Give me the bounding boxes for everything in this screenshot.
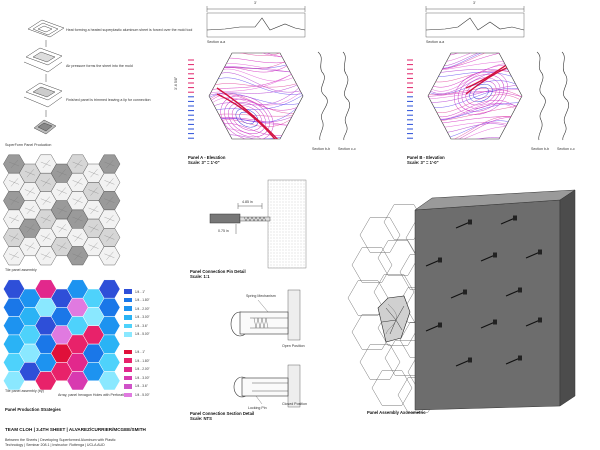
legend-row: 1/4 - 3.00" — [124, 314, 164, 321]
legend-label: 1/4 - 3.00" — [135, 315, 150, 320]
panel-b-section-b: Section b-b — [531, 147, 550, 151]
grid-bottom-note: Array, panel hexagon Holes with Perforat… — [58, 393, 129, 397]
legend-row: 1/4 - 3.6" — [124, 322, 164, 329]
fabrication-caption: Panel Production Strategies — [5, 407, 61, 412]
assembly-panel-outline — [371, 370, 413, 406]
legend-label: 1/4 - 3.00" — [135, 375, 150, 380]
panel-a-section-b: Section b-b — [312, 147, 331, 151]
legend-label: 1/4 - 1.80" — [135, 358, 150, 363]
legend-row: 1/4 - 1.80" — [124, 357, 164, 364]
legend-row: 1/4 - 1.80" — [124, 297, 164, 304]
legend-swatch — [124, 314, 132, 320]
grid-bottom-caption: Tile panel assembly (by) — [5, 389, 44, 393]
pin-dim-diameter: 0.75 in — [218, 229, 229, 233]
legend-swatch — [124, 384, 132, 389]
assembly-panel-outline — [377, 240, 419, 276]
panel-b-caption: Panel B - Elevation — [407, 155, 445, 160]
legend-swatch — [124, 375, 132, 381]
panel-b-dimension: 3' — [473, 1, 476, 5]
panel-a-caption: Panel A - Elevation — [188, 155, 226, 160]
open-position-label: Open Position — [282, 344, 305, 348]
panel-a-section-top: Section a-a — [207, 40, 226, 44]
assembly-panel-outline — [359, 217, 401, 253]
panel-b-section-c: Section c-c — [557, 147, 575, 151]
legend-row: 1/4 - 1" — [124, 288, 164, 295]
assembly-panel-outline — [383, 204, 425, 240]
legend-label: 1/4 - 1" — [135, 289, 146, 294]
process-step-1-text: Heat forming a heated superplastic alumi… — [66, 28, 193, 32]
legend-swatch — [124, 297, 132, 303]
panel-a-dimension: 3' — [254, 1, 257, 5]
panel-b-drawing — [407, 6, 569, 141]
panel-a-section-c: Section c-c — [338, 147, 356, 151]
footer-course: Technology | Seminar 208.1 | Instructor:… — [5, 443, 105, 447]
legend-swatch — [124, 366, 132, 372]
pin-dim-length: 4.85 in — [242, 200, 253, 204]
legend-label: 1/4 - 3.6" — [135, 323, 148, 328]
hex-cell — [98, 371, 121, 391]
assembly-panel-outline — [359, 344, 401, 380]
legend-row: 1/4 - 1" — [124, 349, 164, 356]
legend-row: 1/4 - 5.00" — [124, 331, 164, 338]
section-detail-scale: Scale: NTS — [190, 416, 212, 421]
legend-label: 1/4 - 1.80" — [135, 298, 150, 303]
footer-title: Between the Sheets | Developing Superfor… — [5, 438, 116, 442]
section-detail — [230, 289, 301, 408]
assembly-axonometric — [347, 189, 576, 413]
pin-detail-caption: Panel Connection Pin Detail — [190, 269, 246, 274]
process-caption: SuperForm Panel Production — [5, 143, 52, 147]
colored-hex-grid — [3, 279, 121, 391]
legend-swatch — [124, 358, 132, 363]
legend-row: 1/4 - 3.6" — [124, 383, 164, 390]
panel-a-drawing — [188, 6, 350, 141]
section-detail-caption: Panel Connection Section Detail — [190, 411, 255, 416]
legend-row: 1/4 - 5.00" — [124, 392, 164, 399]
legend-swatch — [124, 349, 132, 355]
legend-swatch — [124, 332, 132, 337]
legend-label: 1/4 - 5.00" — [135, 332, 150, 337]
assembly-caption: Panel Assembly Axonometric — [367, 410, 426, 415]
assembly-panel-outline — [351, 247, 393, 283]
legend-label: 1/4 - 5.00" — [135, 393, 150, 398]
pin-connection-detail — [209, 179, 307, 269]
panel-b-scale: Scale: 3" = 1'-0" — [407, 160, 439, 165]
legend-label: 1/4 - 3.6" — [135, 384, 148, 389]
legend-row: 1/4 - 2.00" — [124, 305, 164, 312]
legend-swatch — [124, 323, 132, 329]
assembly-panel-outline — [347, 280, 389, 316]
panel-b-section-top: Section a-a — [426, 40, 445, 44]
grayscale-hex-grid — [3, 154, 121, 266]
legend-swatch — [124, 289, 132, 294]
color-legend: 1/4 - 1" 1/4 - 1.80" 1/4 - 2.00" 1/4 - 3.00… — [124, 288, 164, 400]
legend-swatch — [124, 392, 132, 398]
legend-label: 1/4 - 2.00" — [135, 306, 150, 311]
panel-a-height-label: 3'-6 5/8" — [174, 76, 178, 90]
legend-row: 1/4 - 3.00" — [124, 374, 164, 381]
locking-pin-label: Locking Pin — [248, 406, 267, 410]
pin-detail-scale: Scale: 1:1 — [190, 274, 210, 279]
footer-team: TEAM CLOH | 3.4TH SHEET | ALVAREZ/CURRIE… — [5, 427, 146, 432]
panel-a-scale: Scale: 3" = 1'-0" — [188, 160, 220, 165]
process-diagram — [23, 19, 65, 135]
spring-mechanism-label: Spring Mechanism — [246, 294, 276, 298]
legend-row: 1/4 - 2.00" — [124, 366, 164, 373]
legend-label: 1/4 - 2.00" — [135, 367, 150, 372]
legend-swatch — [124, 306, 132, 311]
legend-label: 1/4 - 1" — [135, 350, 146, 355]
grid-top-caption: Tile panel assembly — [5, 268, 37, 272]
closed-position-label: Closed Position — [282, 402, 307, 406]
process-step-2-text: Air pressure forms the sheet into the mo… — [66, 64, 133, 68]
process-step-3-text: Finished panel is trimmed leaving a lip … — [66, 98, 151, 102]
